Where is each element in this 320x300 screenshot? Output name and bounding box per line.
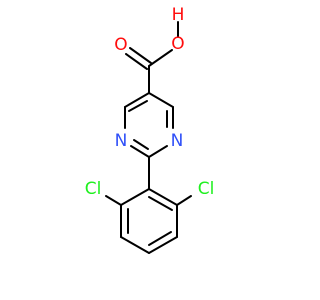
bond-ph6-cl [176, 195, 192, 206]
bond-c-o-double-a [125, 53, 148, 70]
bond-ph4-ph5 [148, 236, 178, 254]
oxygen-hydroxyl-label: O [171, 34, 184, 54]
bond-n3-c2-inner [133, 139, 149, 150]
nitrogen-left-label: N [115, 131, 128, 151]
pyrimidine-ring [124, 92, 174, 190]
bond-c5-c6 [148, 92, 174, 108]
chlorine-left-label: Cl [85, 179, 102, 199]
nitrogen-right-label: N [171, 131, 184, 151]
bond-ph4-ph5-inner [148, 231, 172, 246]
bond-n1-c2 [148, 145, 168, 158]
phenyl-ring [105, 188, 192, 254]
carboxyl-group [125, 21, 179, 94]
bond-ph2-cl [105, 195, 122, 206]
chlorine-right-label: Cl [198, 179, 215, 199]
bond-c-o-double-b [129, 47, 152, 64]
bond-n3-c2 [130, 145, 150, 158]
bond-c-oh [148, 49, 173, 67]
bond-ph1-ph6-inner [148, 196, 173, 211]
bond-ph1-ph6 [148, 188, 178, 206]
bond-c5-c4-inner [128, 100, 148, 112]
bond-c5-c4 [124, 92, 150, 108]
bond-ph1-ph2 [120, 188, 150, 206]
hydrogen-hydroxyl-label: H [172, 5, 185, 25]
bond-ph3-ph4 [120, 236, 150, 254]
atom-labels: O O H N N Cl Cl [85, 5, 215, 199]
oxygen-carbonyl-label: O [114, 35, 127, 55]
structure-diagram: O O H N N Cl Cl [85, 5, 215, 254]
